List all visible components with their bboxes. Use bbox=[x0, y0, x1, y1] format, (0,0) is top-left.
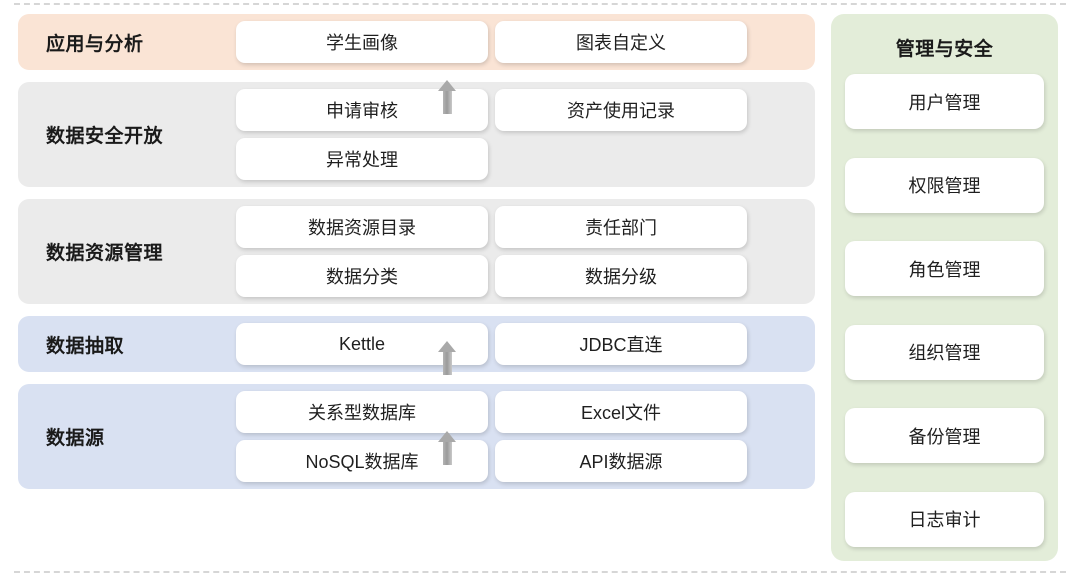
management-security-item-list: 用户管理权限管理角色管理组织管理备份管理日志审计 bbox=[845, 68, 1044, 547]
layer-label-data-resource-management: 数据资源管理 bbox=[46, 243, 164, 264]
arrow-shaft bbox=[443, 440, 452, 465]
item-box[interactable]: 数据分级 bbox=[495, 255, 747, 297]
item-box[interactable]: 异常处理 bbox=[236, 138, 488, 180]
item-box[interactable]: 资产使用记录 bbox=[495, 89, 747, 131]
layer-band-data-security-open: 数据安全开放 申请审核资产使用记录异常处理 bbox=[18, 82, 815, 187]
arrow-head bbox=[438, 431, 456, 442]
item-box[interactable]: 责任部门 bbox=[495, 206, 747, 248]
layer-label-application-analysis: 应用与分析 bbox=[46, 33, 144, 55]
layer-label-data-security-open: 数据安全开放 bbox=[46, 126, 164, 147]
page-rule-top bbox=[14, 3, 1066, 5]
arrow-up-icon bbox=[438, 431, 457, 465]
layer-stack: 应用与分析 学生画像图表自定义数据安全开放 申请审核资产使用记录异常处理数据资源管理… bbox=[18, 14, 815, 489]
arrow-shaft bbox=[443, 89, 452, 114]
layer-row: 数据资源目录责任部门 bbox=[236, 206, 747, 248]
layer-rows-data-resource-management: 数据资源目录责任部门数据分类数据分级 bbox=[236, 206, 805, 297]
item-box-placeholder bbox=[495, 138, 747, 180]
side-panel-item[interactable]: 角色管理 bbox=[845, 241, 1044, 297]
arrow-head bbox=[438, 341, 456, 352]
arrow-head bbox=[438, 80, 456, 91]
arrow-up-icon bbox=[438, 341, 457, 375]
item-box[interactable]: JDBC直连 bbox=[495, 323, 747, 365]
side-panel-item[interactable]: 组织管理 bbox=[845, 324, 1044, 380]
layer-label-data-source: 数据源 bbox=[46, 428, 105, 449]
layer-band-application-analysis: 应用与分析 学生画像图表自定义 bbox=[18, 14, 815, 70]
side-panel-item[interactable]: 日志审计 bbox=[845, 491, 1044, 547]
management-security-panel: 管理与安全 用户管理权限管理角色管理组织管理备份管理日志审计 bbox=[831, 14, 1058, 561]
arrow-shaft bbox=[443, 350, 452, 375]
side-panel-item[interactable]: 备份管理 bbox=[845, 408, 1044, 464]
item-box[interactable]: 数据分类 bbox=[236, 255, 488, 297]
item-box[interactable]: 学生画像 bbox=[236, 21, 488, 63]
management-security-title: 管理与安全 bbox=[895, 38, 994, 60]
arrow-up-icon bbox=[438, 80, 457, 114]
page-rule-bottom bbox=[14, 571, 1066, 573]
layer-rows-application-analysis: 学生画像图表自定义 bbox=[236, 21, 805, 63]
side-panel-item[interactable]: 用户管理 bbox=[845, 74, 1044, 129]
side-panel-item[interactable]: 权限管理 bbox=[845, 157, 1044, 213]
item-box[interactable]: 图表自定义 bbox=[495, 21, 747, 63]
item-box[interactable]: 数据资源目录 bbox=[236, 206, 488, 248]
item-box[interactable]: Excel文件 bbox=[495, 391, 747, 433]
layer-row: 异常处理 bbox=[236, 138, 747, 180]
item-box[interactable]: API数据源 bbox=[495, 440, 747, 482]
layer-rows-data-security-open: 申请审核资产使用记录异常处理 bbox=[236, 89, 805, 180]
layer-row: 数据分类数据分级 bbox=[236, 255, 747, 297]
layer-band-data-resource-management: 数据资源管理数据资源目录责任部门数据分类数据分级 bbox=[18, 199, 815, 304]
layer-row: 学生画像图表自定义 bbox=[236, 21, 747, 63]
item-box[interactable]: 关系型数据库 bbox=[236, 391, 488, 433]
layer-row: 申请审核资产使用记录 bbox=[236, 89, 747, 131]
layer-label-data-extraction: 数据抽取 bbox=[46, 335, 125, 357]
